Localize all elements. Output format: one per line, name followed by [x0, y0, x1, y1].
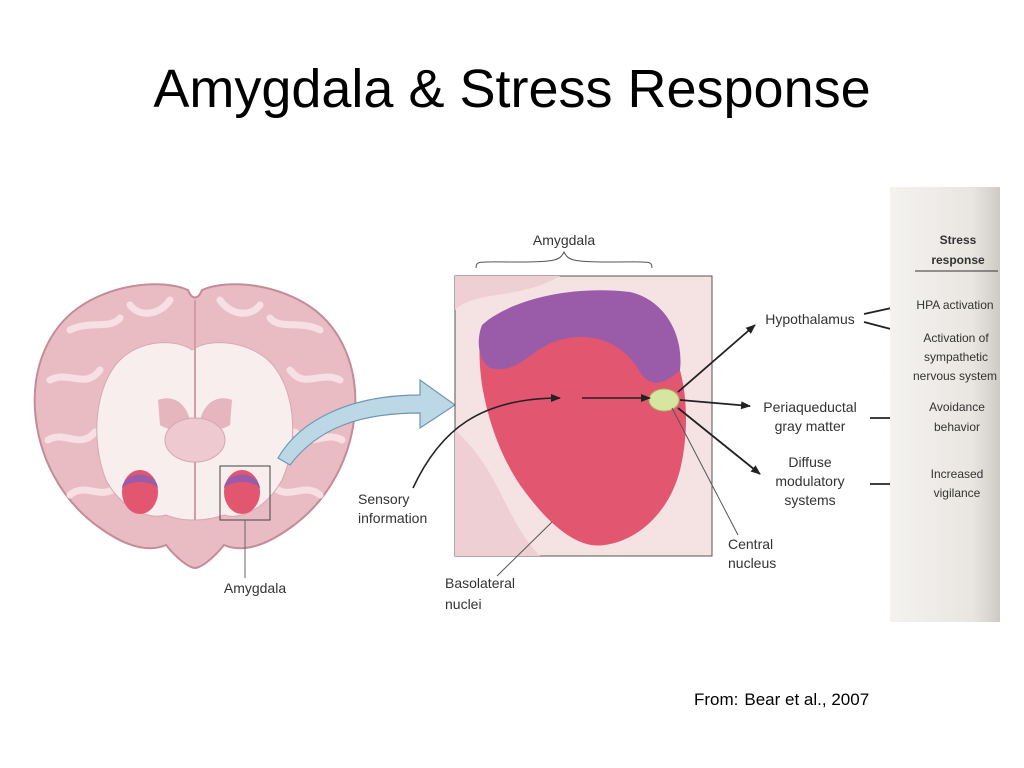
brain-thalamus [164, 417, 226, 463]
sensory-input-arrow [412, 394, 561, 489]
target-pag-line1: Periaqueductal [763, 399, 856, 415]
brain-amygdala-label: Amygdala [224, 580, 286, 596]
stress-symp-line3: nervous system [913, 369, 997, 383]
central-leader [671, 407, 739, 536]
sensory-label-line1: Sensory [358, 491, 409, 507]
stress-header-line1: Stress [940, 233, 977, 247]
stress-header-line2: response [931, 253, 985, 267]
slide-title: Amygdala & Stress Response [153, 59, 871, 119]
output-arrows [677, 324, 761, 475]
stress-symp-line1: Activation of [923, 331, 989, 345]
central-nucleus-shape [648, 388, 680, 412]
central-overlay-shape [478, 290, 681, 383]
basolateral-label-line1: Basolateral [445, 575, 515, 591]
amygdala-zoom-panel: Amygdala [412, 232, 739, 577]
basolateral-label-line2: nuclei [445, 596, 482, 612]
target-hypothalamus: Hypothalamus [765, 311, 855, 327]
zoom-brace [475, 250, 653, 269]
target-diffuse-line2: modulatory [775, 473, 844, 489]
amygdala-right [224, 470, 260, 514]
brain-coronal-section: Amygdala [33, 283, 357, 596]
stress-vigil-line2: vigilance [934, 486, 981, 500]
central-label-line2: nucleus [728, 555, 776, 571]
stress-response-panel: Stress response HPA activation Activatio… [890, 187, 1000, 622]
central-label-line1: Central [728, 536, 773, 552]
source-credit: From: Bear et al., 2007 [694, 690, 869, 710]
zoom-title: Amygdala [533, 232, 595, 248]
stress-symp-line2: sympathetic [924, 350, 988, 364]
target-pag-line2: gray matter [775, 418, 846, 434]
basolateral-leader [496, 521, 553, 577]
stress-avoid-line2: behavior [934, 420, 980, 434]
stress-avoid-line1: Avoidance [929, 400, 985, 414]
stress-hpa: HPA activation [916, 298, 993, 312]
stress-vigil-line1: Increased [931, 467, 984, 481]
credit-source: Bear et al., 2007 [744, 690, 870, 709]
sensory-label-line2: information [358, 510, 427, 526]
credit-prefix: From: [694, 690, 739, 709]
target-diffuse-line3: systems [784, 492, 835, 508]
target-diffuse-line1: Diffuse [788, 454, 832, 470]
amygdala-left [122, 470, 158, 514]
